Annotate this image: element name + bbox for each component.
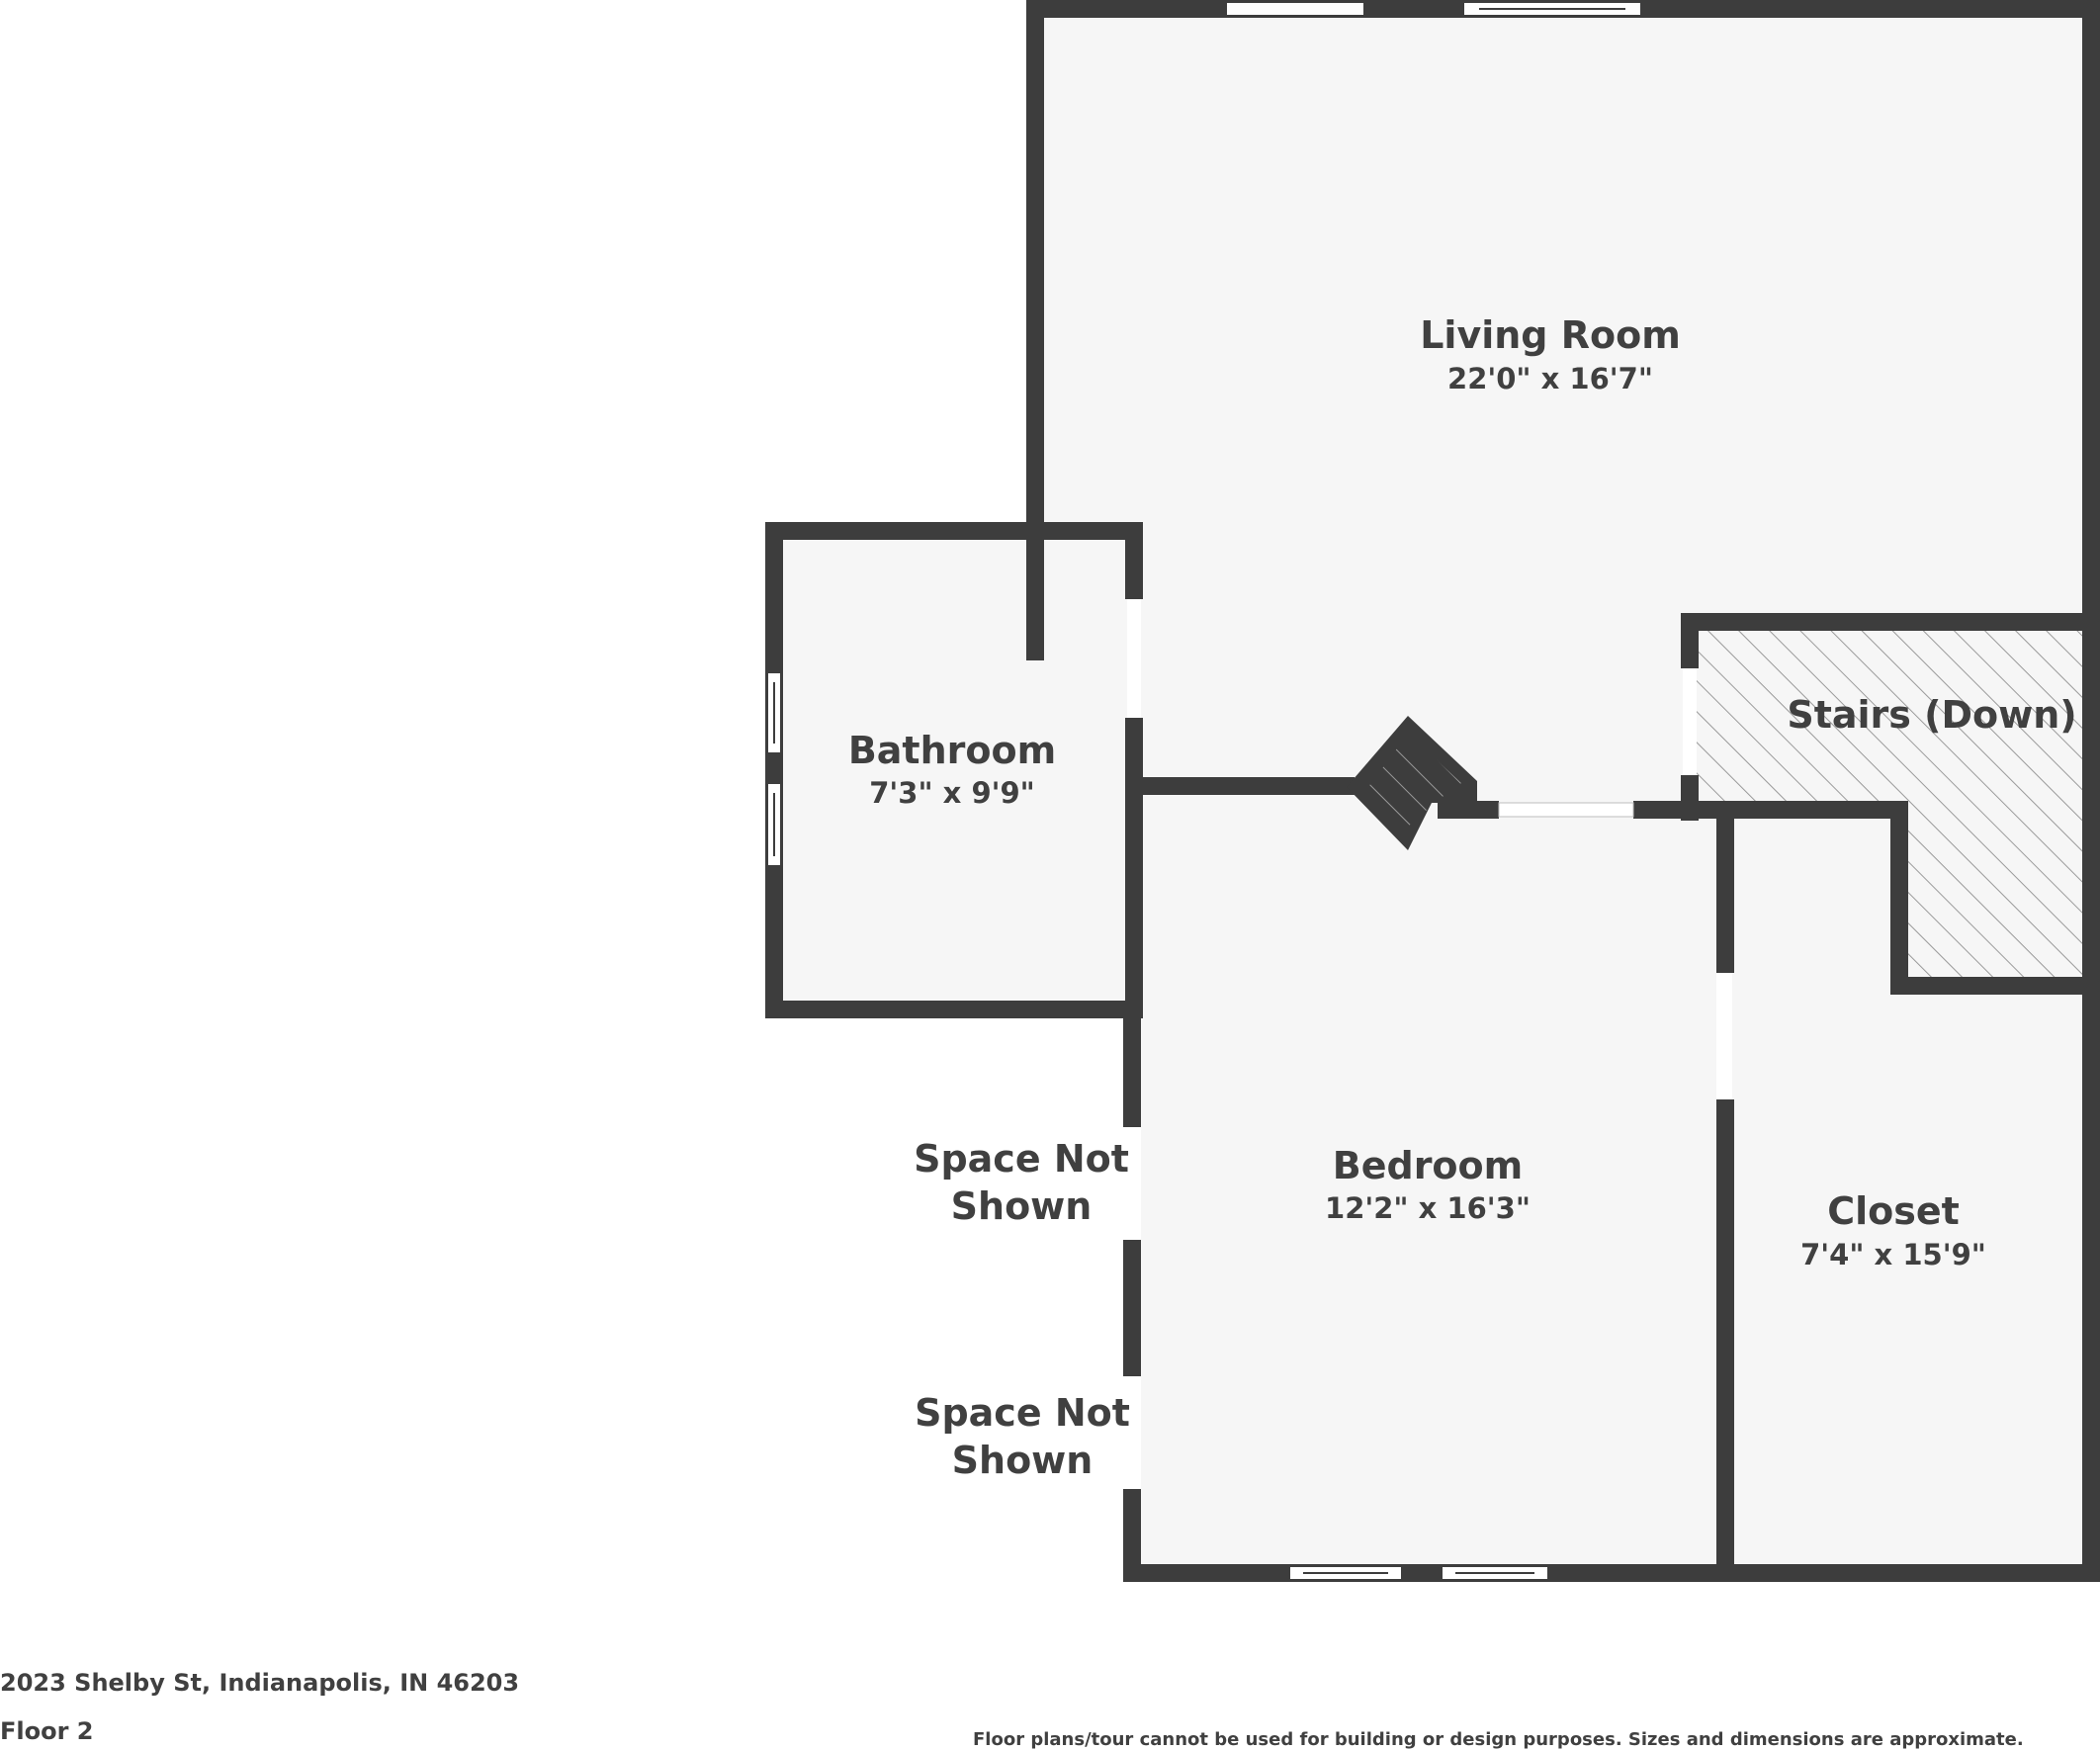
bathroom-name: Bathroom — [848, 729, 1056, 772]
footer: 2023 Shelby St, Indianapolis, IN 46203 F… — [0, 1669, 2024, 1750]
bathroom-left-wall — [765, 522, 783, 1018]
space-not-shown-lower-line1: Space Not — [915, 1391, 1130, 1435]
closet-dimensions: 7'4" x 15'9" — [1800, 1238, 1986, 1271]
closet-name: Closet — [1827, 1189, 1960, 1233]
closet-doorway — [1718, 973, 1732, 1099]
bathroom-top-wall — [765, 522, 1143, 540]
stairs-left-wall-lower — [1681, 775, 1699, 821]
room-labels: Living Room 22'0" x 16'7" Bathroom 7'3" … — [848, 313, 2077, 1482]
bathroom-right-wall-upper — [1125, 522, 1143, 599]
bedroom-left-wall-a — [1123, 1008, 1141, 1127]
bedroom-closet-divider-upper — [1716, 801, 1734, 973]
bathroom-right-wall-lower — [1125, 718, 1143, 1018]
bedroom-left-wall-b — [1123, 1240, 1141, 1376]
bedroom-top-wall-right — [1633, 801, 1906, 819]
bedroom-left-opening-2 — [1125, 1376, 1139, 1489]
living-room-name: Living Room — [1420, 313, 1681, 357]
living-room-dimensions: 22'0" x 16'7" — [1447, 362, 1653, 395]
bedroom-top-wall-left — [1125, 777, 1355, 795]
stairs-doorway — [1683, 668, 1697, 775]
bathroom-floor — [775, 536, 1127, 1001]
closet-right-wall — [2082, 613, 2100, 1582]
bathroom-dimensions: 7'3" x 9'9" — [869, 776, 1035, 810]
bedroom-doorway — [1498, 802, 1634, 818]
stairs-name: Stairs (Down) — [1787, 693, 2076, 737]
bedroom-left-wall-c — [1123, 1489, 1141, 1582]
openings — [766, 1, 1732, 1581]
bedroom-name: Bedroom — [1333, 1144, 1524, 1187]
bathroom-bottom-wall — [765, 1001, 1143, 1018]
bedroom-left-opening-1 — [1125, 1127, 1139, 1240]
stairs-bottom-wall — [1890, 977, 2100, 995]
stairs-top-wall — [1681, 613, 2100, 631]
bedroom-bottom-wall — [1123, 1564, 2100, 1582]
space-not-shown-lower-line2: Shown — [952, 1439, 1094, 1482]
chimney-inner — [1368, 734, 1461, 827]
bedroom-floor — [1141, 821, 1716, 1564]
bedroom-dimensions: 12'2" x 16'3" — [1325, 1191, 1531, 1225]
top-window-1 — [1225, 1, 1365, 17]
address: 2023 Shelby St, Indianapolis, IN 46203 — [0, 1669, 519, 1697]
space-not-shown-upper-line2: Shown — [951, 1184, 1093, 1228]
bathroom-doorway — [1127, 599, 1141, 718]
floor-label: Floor 2 — [0, 1717, 94, 1745]
living-room-right-wall — [2082, 0, 2100, 623]
bedroom-closet-divider-lower — [1716, 1099, 1734, 1582]
space-not-shown-upper-line1: Space Not — [914, 1137, 1129, 1181]
disclaimer: Floor plans/tour cannot be used for buil… — [973, 1729, 2024, 1750]
living-room-left-wall — [1026, 0, 1044, 660]
bedroom-top-wall-mid — [1438, 801, 1499, 819]
floor-fills — [775, 16, 2086, 1564]
stairs-left-wall-upper — [1681, 613, 1699, 668]
stairs-inner-vertical — [1890, 801, 1908, 993]
